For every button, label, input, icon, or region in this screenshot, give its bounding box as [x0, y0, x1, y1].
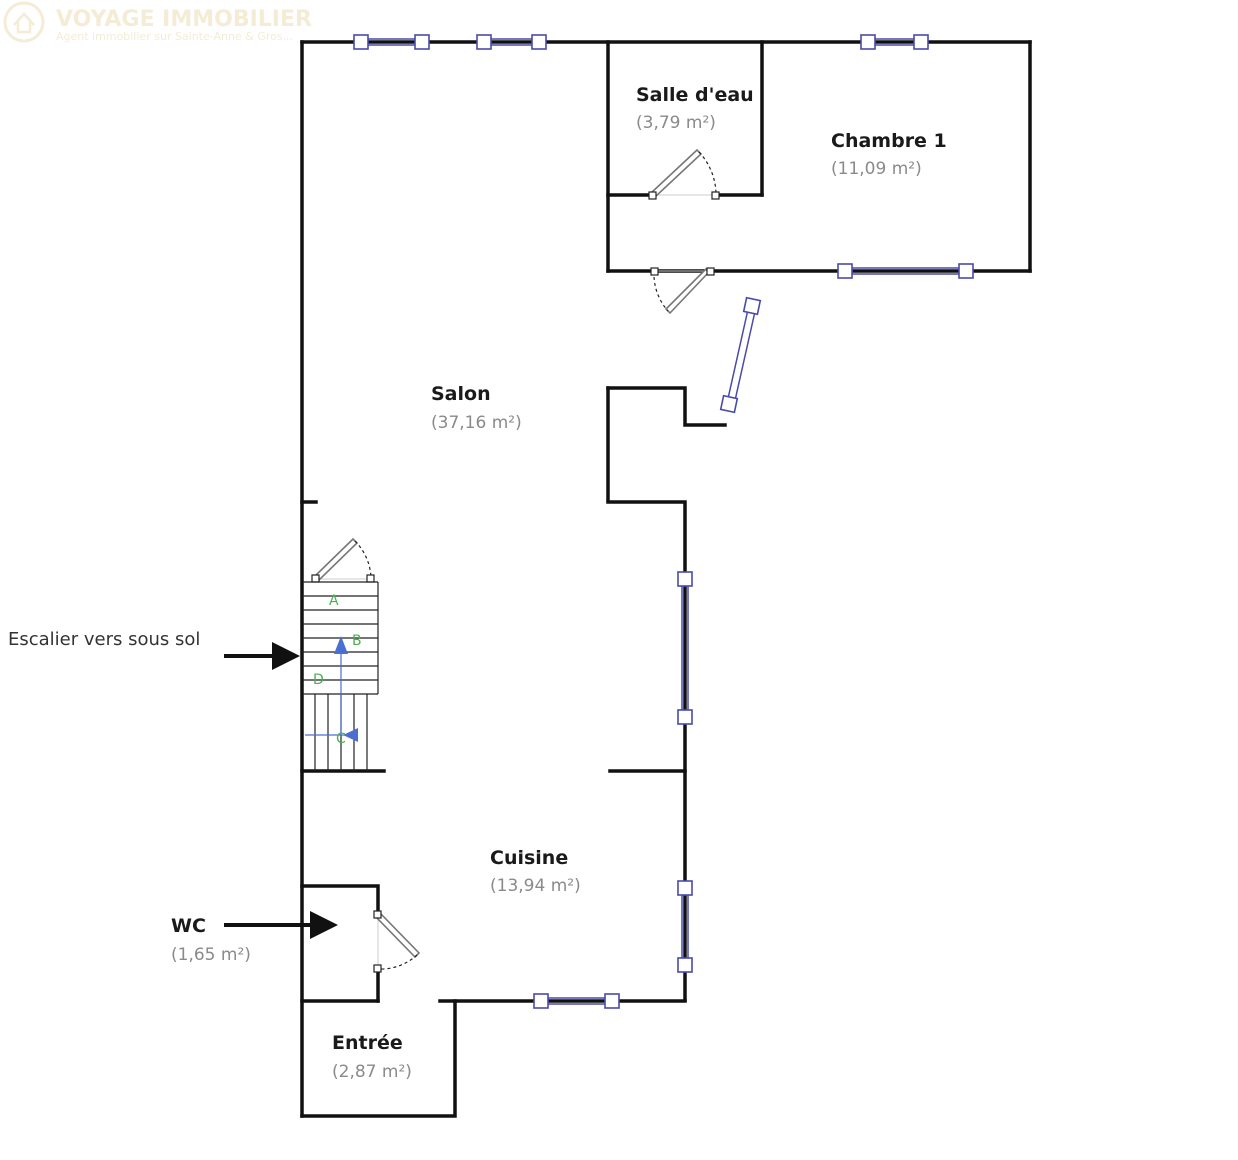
window-right-lower: [677, 880, 693, 973]
walls: [300, 40, 1032, 1118]
watermark-brand: VOYAGE IMMOBILIER: [56, 7, 312, 32]
window-right-upper: [677, 571, 693, 725]
wall-wc-top: [300, 884, 380, 917]
room-name-cuisine: Cuisine: [490, 847, 568, 869]
watermark-logo: VOYAGE IMMOBILIER Agent immobilier sur S…: [3, 1, 312, 43]
room-area-cuisine: (13,94 m²): [490, 876, 581, 896]
window-top-1: [353, 34, 430, 50]
doors: [311, 148, 720, 973]
stairs-annotation: Escalier vers sous sol: [8, 629, 200, 650]
room-name-chambre-1: Chambre 1: [831, 130, 947, 152]
stair-letter-a: A: [329, 593, 339, 609]
door-stairs: [311, 537, 375, 583]
stair-letter-c: C: [336, 731, 346, 747]
annotation-arrows: [224, 642, 338, 939]
room-labels: Salle d'eau (3,79 m²) Chambre 1 (11,09 m…: [8, 84, 947, 1082]
window-diagonal: [719, 296, 762, 414]
logo-mark-icon: [3, 1, 45, 43]
staircase: A B C D: [302, 581, 379, 771]
room-name-wc: WC: [171, 915, 206, 937]
room-area-entree: (2,87 m²): [332, 1062, 412, 1082]
door-chambre: [650, 267, 715, 315]
room-area-chambre-1: (11,09 m²): [831, 159, 922, 179]
door-salle-deau: [648, 148, 720, 200]
stair-letter-b: B: [352, 633, 362, 649]
room-name-salon: Salon: [431, 383, 491, 405]
window-top-3: [860, 34, 929, 50]
window-chambre-bottom: [837, 263, 974, 279]
stair-arrow-icon: [334, 636, 348, 654]
room-name-salle-deau: Salle d'eau: [636, 84, 754, 106]
wall-right-lower: [606, 500, 687, 1002]
windows: [353, 34, 974, 1009]
room-name-entree: Entrée: [332, 1032, 403, 1054]
wall-entree: [300, 999, 457, 1118]
window-top-2: [476, 34, 547, 50]
stair-letter-d: D: [313, 672, 324, 688]
room-area-salon: (37,16 m²): [431, 413, 522, 433]
window-bottom: [533, 993, 620, 1009]
stairs-pointer-arrow-icon: [272, 642, 300, 670]
stair-arrow-left-icon: [343, 728, 358, 742]
door-wc: [373, 910, 421, 973]
house-icon: [13, 12, 35, 34]
room-area-wc: (1,65 m²): [171, 945, 251, 965]
watermark-tagline: Agent immobilier sur Sainte-Anne & Gros.…: [56, 30, 293, 43]
wall-notch: [606, 386, 727, 427]
room-area-salle-deau: (3,79 m²): [636, 113, 716, 133]
wc-pointer-arrow-icon: [310, 911, 338, 939]
